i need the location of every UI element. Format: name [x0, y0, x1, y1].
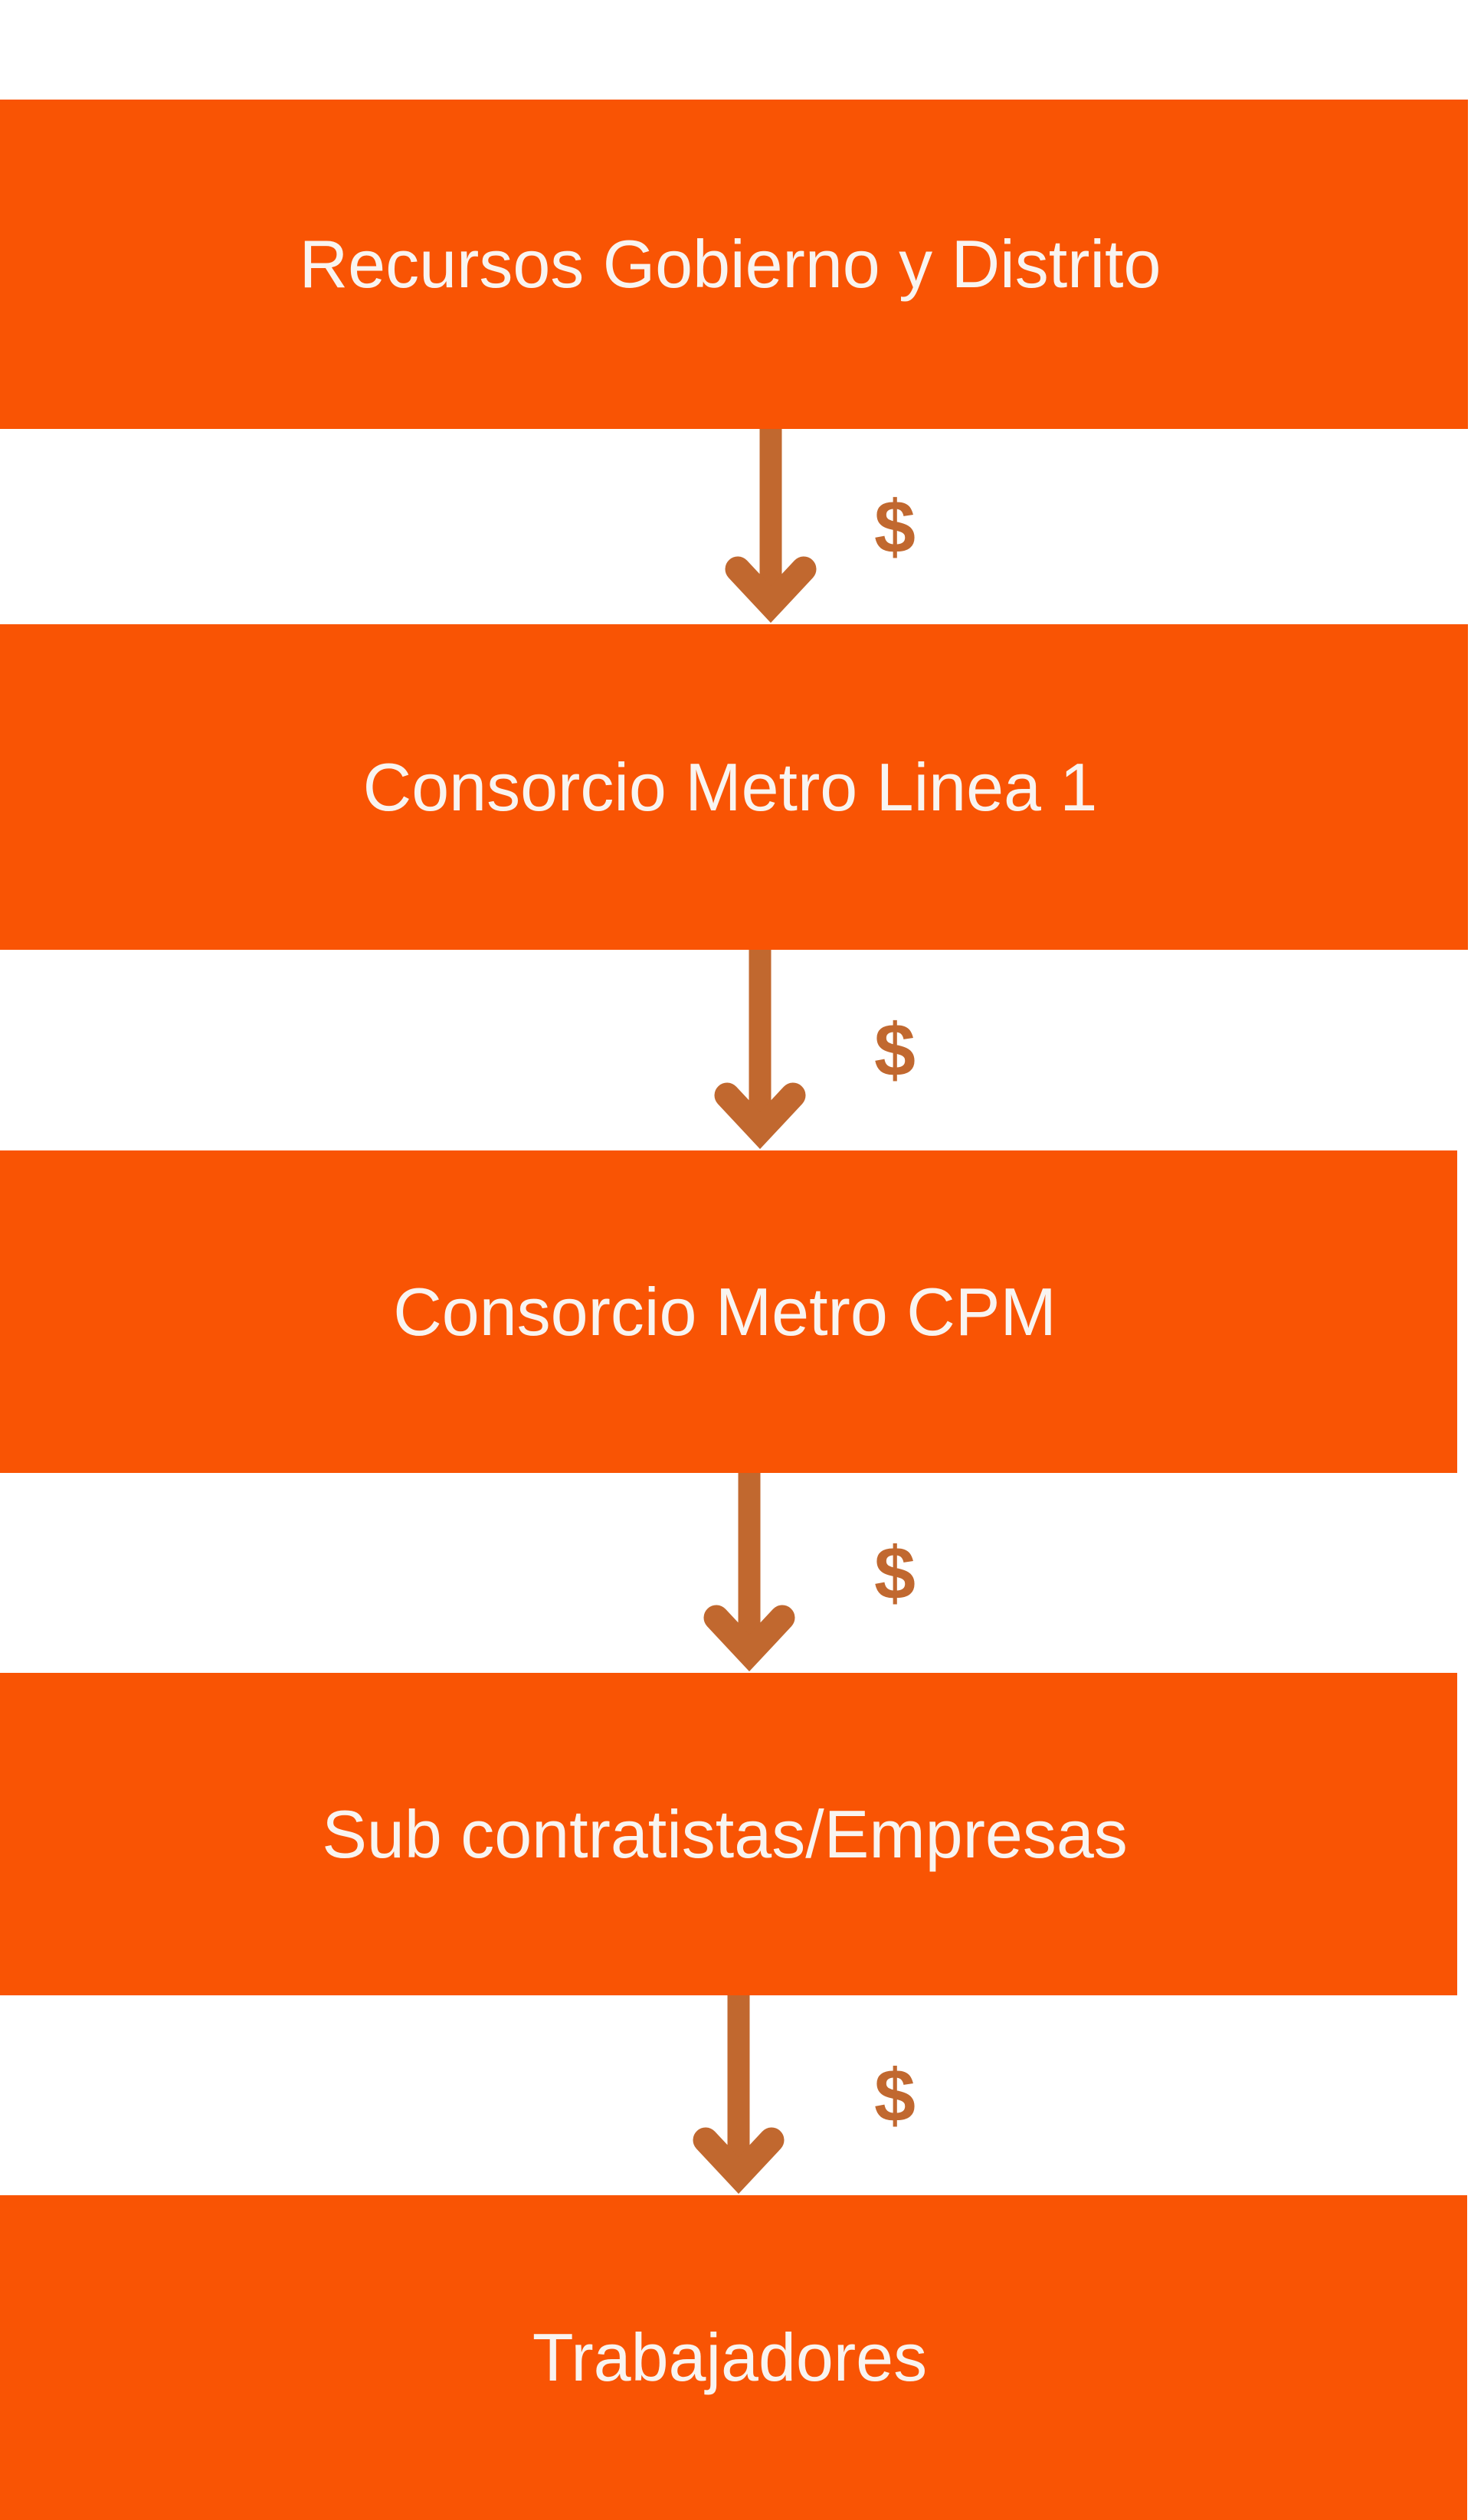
- dollar-sign: $: [874, 1008, 916, 1092]
- flow-node-label: Consorcio Metro CPM: [393, 1273, 1057, 1350]
- flow-connector: [717, 429, 824, 624]
- arrow-head: [703, 1605, 795, 1672]
- down-arrow-icon: [725, 429, 817, 623]
- flow-node-trabajadores: Trabajadores: [0, 2195, 1467, 2520]
- flow-node-consorcio-metro-cpm: Consorcio Metro CPM: [0, 1150, 1457, 1473]
- down-arrow-icon: [703, 1473, 795, 1672]
- flow-connector: [696, 1473, 803, 1673]
- dollar-sign: $: [874, 1531, 916, 1615]
- flow-connector: [685, 1995, 792, 2195]
- flow-connector: [706, 950, 814, 1150]
- arrow-head: [714, 1082, 806, 1150]
- flow-node-recursos-gobierno: Recursos Gobierno y Distrito: [0, 100, 1468, 429]
- flow-node-label: Sub contratistas/Empresas: [322, 1795, 1128, 1872]
- flow-node-subcontratistas-empresas: Sub contratistas/Empresas: [0, 1673, 1457, 1995]
- flow-node-label: Consorcio Metro Linea 1: [362, 748, 1098, 825]
- dollar-sign: $: [874, 2054, 916, 2138]
- down-arrow-icon: [714, 950, 806, 1150]
- arrow-head: [725, 556, 817, 623]
- dollar-sign: $: [874, 485, 916, 569]
- flow-node-consorcio-metro-linea-1: Consorcio Metro Linea 1: [0, 624, 1468, 950]
- arrow-head: [693, 2127, 785, 2194]
- flow-node-label: Trabajadores: [532, 2319, 928, 2395]
- flow-node-label: Recursos Gobierno y Distrito: [299, 226, 1161, 302]
- down-arrow-icon: [693, 1995, 785, 2194]
